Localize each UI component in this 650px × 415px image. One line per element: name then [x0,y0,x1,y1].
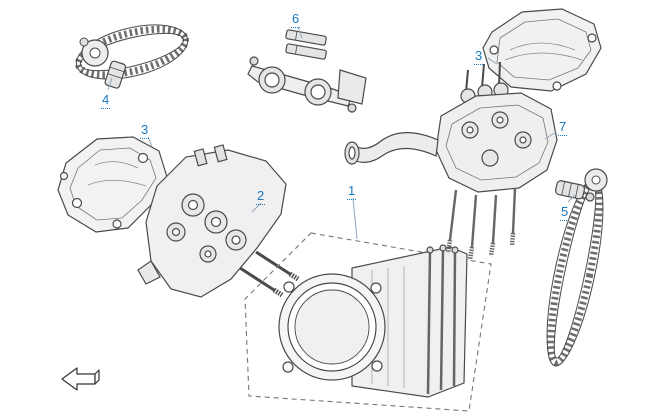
cylinder-head-cover-left-illustration [57,136,168,233]
chain-tensioner-illustration [555,180,595,202]
cam-chain-upper-illustration [74,24,190,89]
callout-1[interactable]: 1 [347,183,357,200]
callout-5[interactable]: 5 [560,204,570,221]
cylinder-head-assembly-illustration [344,61,558,261]
callout-3-right[interactable]: 3 [474,48,484,65]
intake-throttle-assembly-illustration [247,29,367,113]
callout-3-left[interactable]: 3 [140,122,150,139]
callout-2[interactable]: 2 [256,188,266,205]
front-direction-arrow-icon [61,367,100,391]
callout-7[interactable]: 7 [558,119,568,136]
cylinder-head-illustration [137,144,300,298]
cam-chain-right-illustration [546,168,608,367]
callout-6[interactable]: 6 [291,11,301,28]
part1-dashed-outline [244,232,492,412]
cylinder-head-cover-right-illustration [482,8,602,92]
callout-4[interactable]: 4 [101,92,111,109]
cylinder-block-illustration [278,244,468,398]
